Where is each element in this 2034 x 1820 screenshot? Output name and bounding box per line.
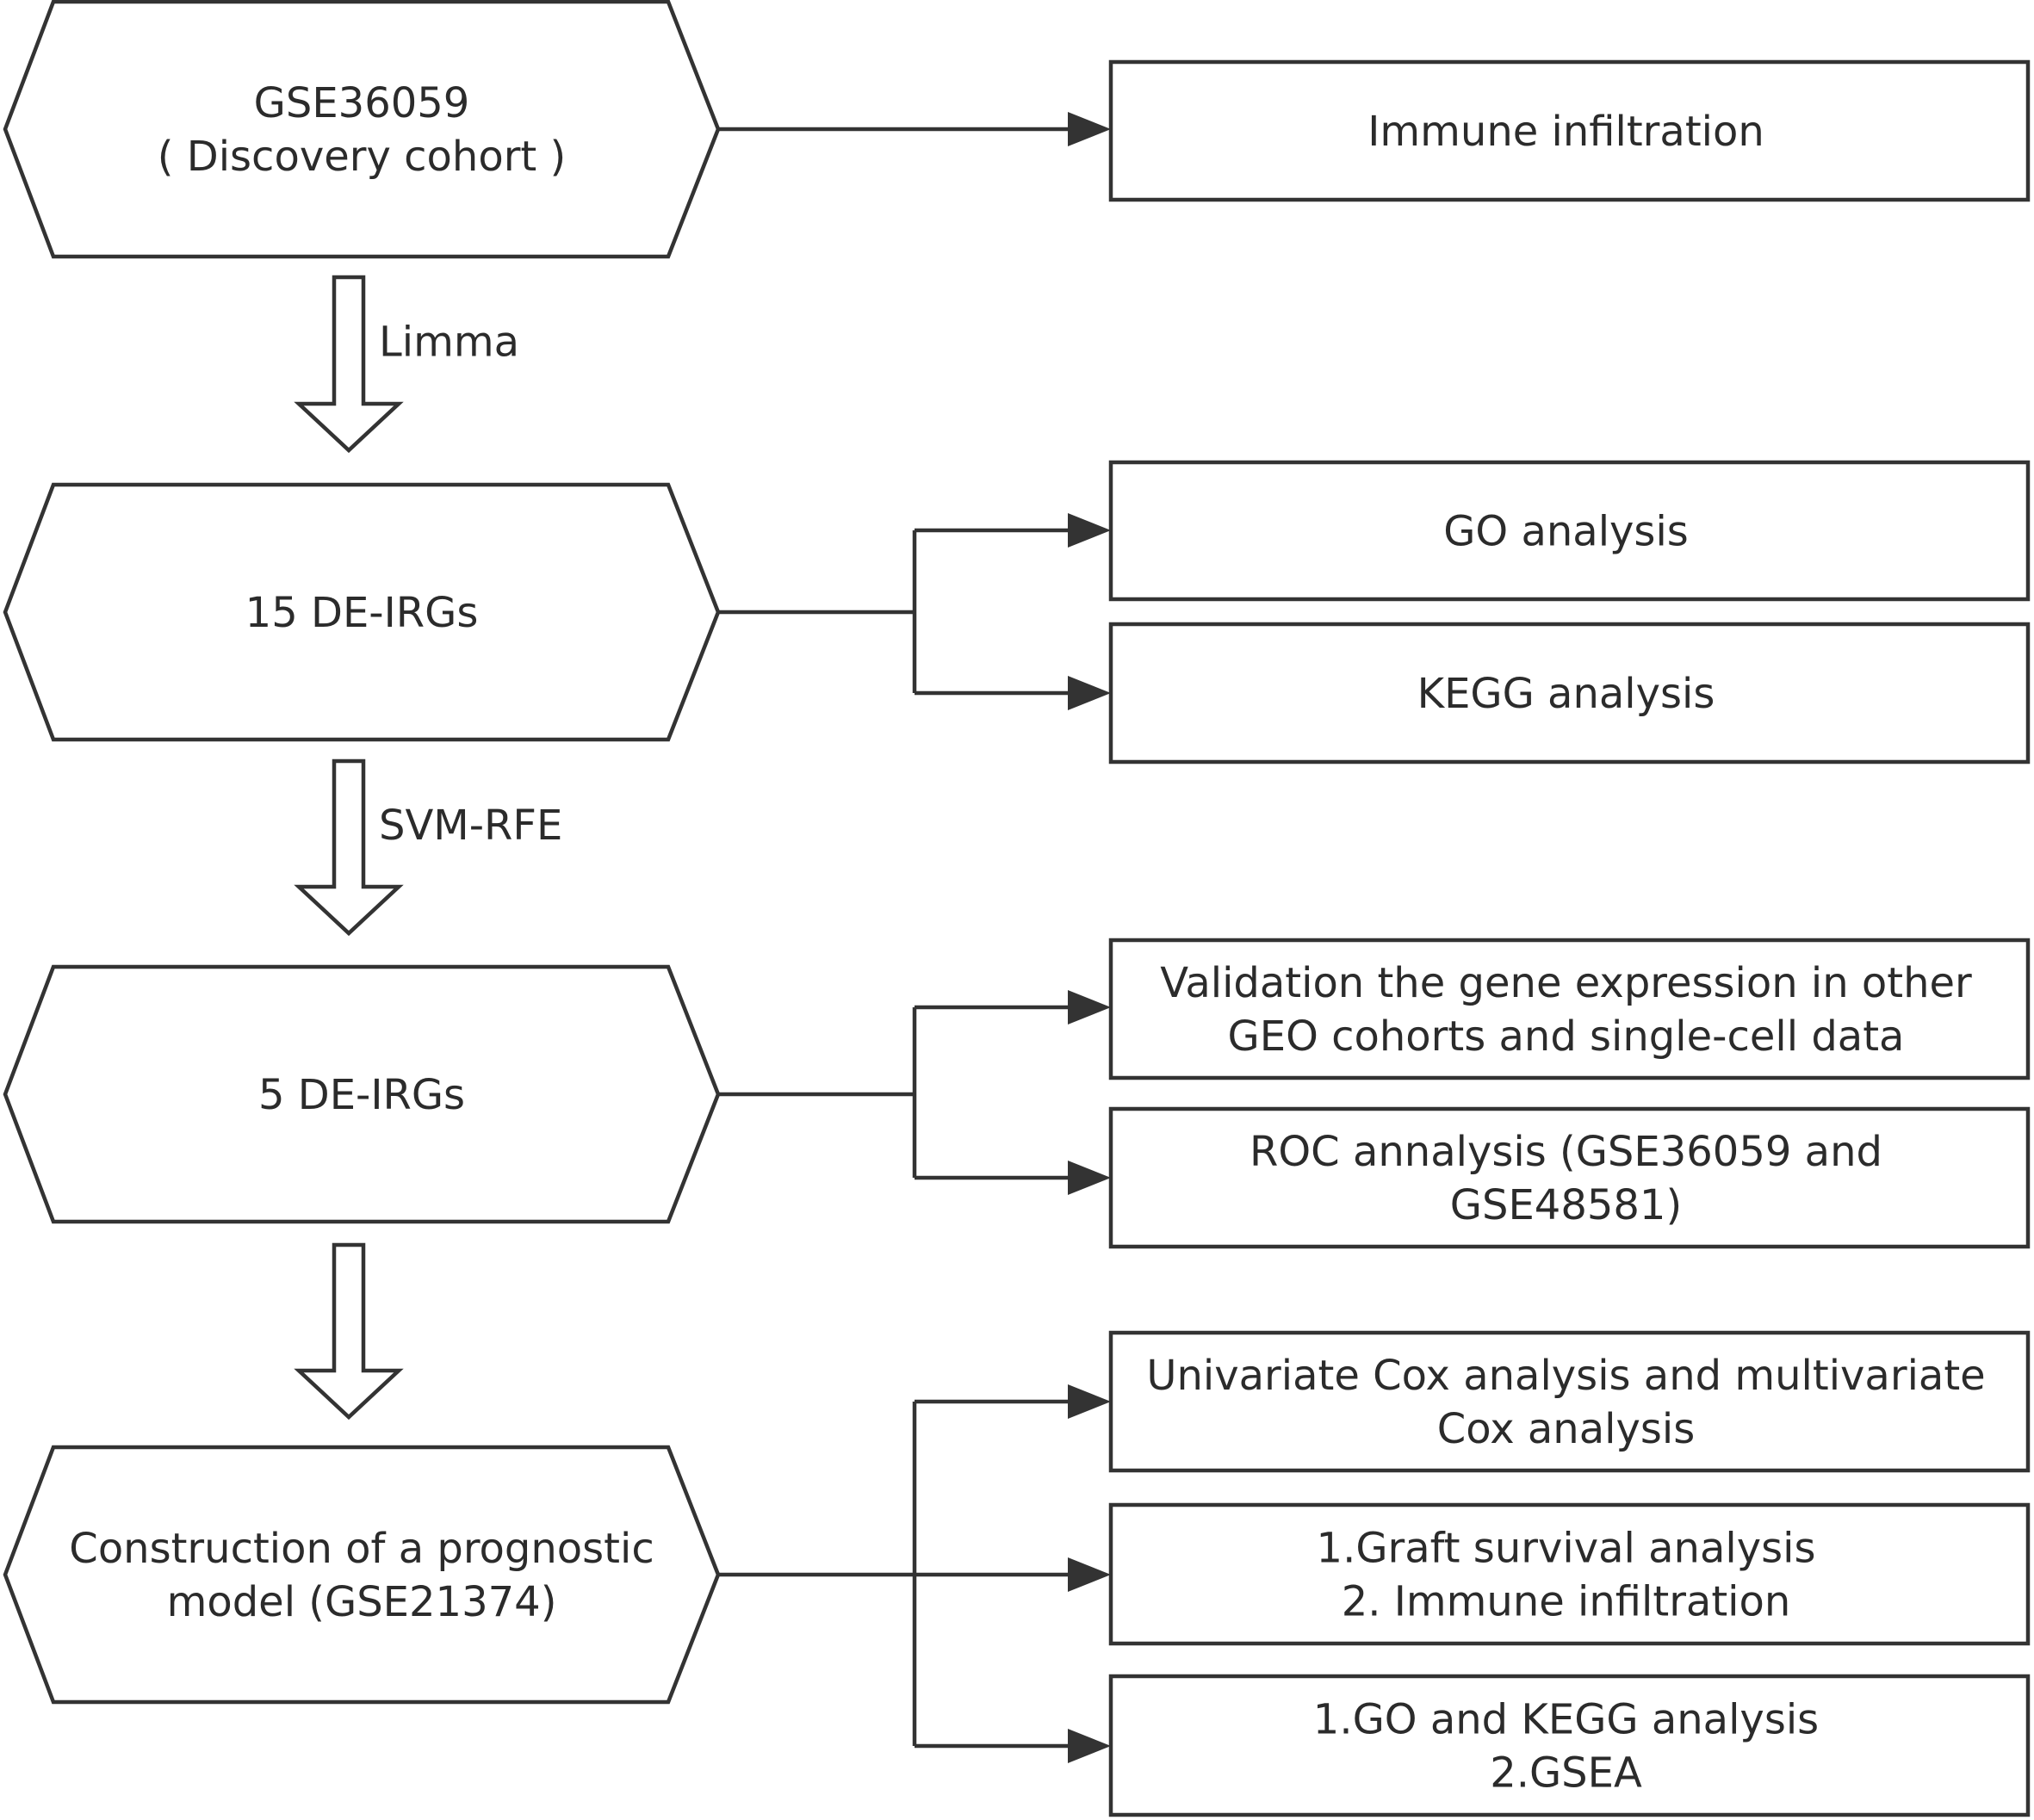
box-immune-line-1: Immune infiltration — [1367, 108, 1764, 156]
node-model-line-1: Construction of a prognostic — [69, 1525, 654, 1573]
box-shape — [1108, 1502, 2031, 1646]
step-label-limma: Limma — [379, 319, 519, 367]
step-arrow-svm: SVM-RFE — [294, 758, 562, 937]
hexagon-shape — [3, 964, 721, 1224]
box-go: GO analysis — [1108, 460, 2031, 602]
hollow-down-arrow-icon — [294, 275, 404, 454]
node-de15-line-1: 15 DE-IRGs — [245, 589, 479, 637]
node-discovery: GSE36059 ( Discovery cohort ) — [3, 0, 721, 259]
node-de15: 15 DE-IRGs — [3, 482, 721, 742]
box-graft: 1.Graft survival analysis 2. Immune infil… — [1108, 1502, 2031, 1646]
arrowhead-model-3 — [1068, 1729, 1111, 1763]
hexagon-nodes: GSE36059 ( Discovery cohort ) 15 DE-IRGs 5 … — [3, 0, 721, 1705]
arrowhead-de15-1 — [1068, 513, 1111, 548]
box-gsea-line-1: 1.GO and KEGG analysis — [1313, 1696, 1819, 1744]
box-validation-line-1: Validation the gene expression in other — [1160, 959, 1972, 1007]
box-gsea: 1.GO and KEGG analysis 2.GSEA — [1108, 1674, 2031, 1817]
arrowhead-immune — [1068, 112, 1111, 146]
node-de5: 5 DE-IRGs — [3, 964, 721, 1224]
step-arrow-model-step — [294, 1242, 404, 1421]
arrowhead-model-1 — [1068, 1384, 1111, 1419]
box-kegg-line-1: KEGG analysis — [1417, 670, 1715, 718]
box-go-line-1: GO analysis — [1443, 508, 1689, 556]
arrowhead-de5-2 — [1068, 1161, 1111, 1195]
box-shape — [1108, 1106, 2031, 1249]
hollow-down-arrow-icon — [294, 758, 404, 937]
box-roc-line-1: ROC annalysis (GSE36059 and — [1250, 1128, 1882, 1176]
hollow-down-arrow-icon — [294, 1242, 404, 1421]
connectors — [718, 112, 1111, 1763]
box-cox: Univariate Cox analysis and multivariate… — [1108, 1330, 2031, 1473]
box-validation-line-2: GEO cohorts and single-cell data — [1228, 1012, 1905, 1061]
box-immune: Immune infiltration — [1108, 59, 2031, 202]
box-kegg: KEGG analysis — [1108, 622, 2031, 765]
box-roc-line-2: GSE48581) — [1450, 1181, 1682, 1229]
node-discovery-line-1: GSE36059 — [254, 79, 470, 127]
box-shape — [1108, 1330, 2031, 1473]
arrowhead-de5-1 — [1068, 990, 1111, 1025]
box-graft-line-2: 2. Immune infiltration — [1342, 1578, 1791, 1626]
hexagon-shape — [3, 482, 721, 742]
box-validation: Validation the gene expression in otherG… — [1108, 938, 2031, 1080]
step-arrow-limma: Limma — [294, 275, 519, 454]
arrowhead-model-2 — [1068, 1557, 1111, 1592]
node-model-line-2: model (GSE21374) — [167, 1578, 557, 1626]
node-de5-line-1: 5 DE-IRGs — [258, 1071, 465, 1119]
node-discovery-line-2: ( Discovery cohort ) — [158, 133, 566, 181]
box-graft-line-1: 1.Graft survival analysis — [1317, 1525, 1816, 1573]
box-cox-line-2: Cox analysis — [1437, 1405, 1695, 1453]
hexagon-shape — [3, 1445, 721, 1705]
node-model: Construction of a prognostic model (GSE21… — [3, 1445, 721, 1705]
hexagon-shape — [3, 0, 721, 259]
box-shape — [1108, 59, 2031, 202]
box-shape — [1108, 1674, 2031, 1817]
box-gsea-line-2: 2.GSEA — [1490, 1749, 1642, 1798]
box-shape — [1108, 622, 2031, 765]
box-cox-line-1: Univariate Cox analysis and multivariate — [1146, 1352, 1985, 1400]
step-label-svm: SVM-RFE — [379, 802, 562, 850]
box-shape — [1108, 460, 2031, 602]
box-shape — [1108, 938, 2031, 1080]
arrowhead-de15-2 — [1068, 676, 1111, 710]
